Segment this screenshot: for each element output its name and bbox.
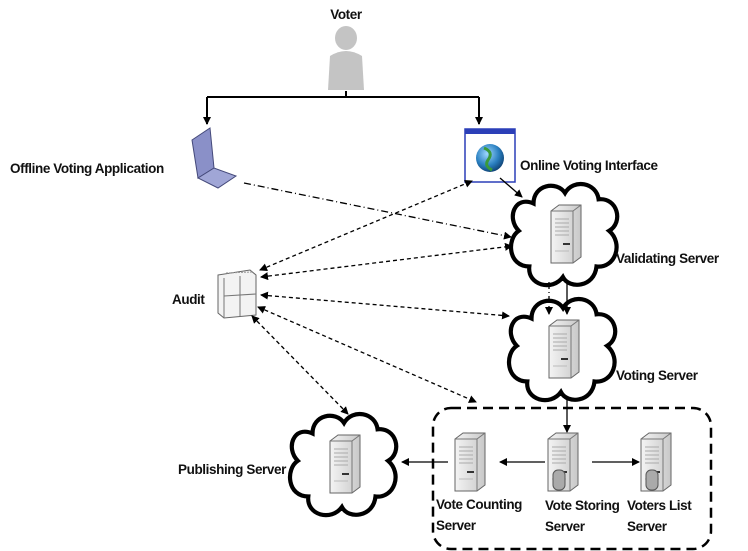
audit-flows [251, 180, 513, 415]
vote-counting-server-label: Vote Counting [436, 497, 522, 512]
validating-server-label: Validating Server [616, 251, 720, 266]
offline-flows [243, 182, 553, 315]
arrow-audit-backend [257, 306, 477, 403]
voters-list-server-label: Voters List [627, 498, 692, 513]
voters-list-server-icon [640, 432, 672, 492]
arrow-audit-validating [260, 242, 513, 281]
solid-flows [401, 177, 640, 466]
voters-list-server-label-2: Server [627, 519, 668, 534]
vote-storing-server-label: Vote Storing [545, 498, 620, 513]
offline-voting-application-label: Offline Voting Application [10, 161, 164, 176]
backend-server-group [431, 406, 713, 551]
server-tower-icon [550, 204, 582, 264]
voting-server-label: Voting Server [616, 368, 699, 383]
person-icon [328, 26, 364, 90]
voting-server-node [509, 299, 615, 400]
arrow-audit-voting [260, 291, 510, 320]
vote-counting-server-label-2: Server [436, 518, 477, 533]
vote-counting-server-icon [454, 432, 486, 492]
voter-label: Voter [330, 7, 363, 22]
vote-storing-server-label-2: Server [545, 519, 586, 534]
arrow-audit-publishing [251, 315, 349, 415]
voter-connector [203, 91, 483, 125]
laptop-icon [191, 127, 238, 189]
audit-label: Audit [172, 292, 205, 307]
publishing-server-node [290, 414, 396, 515]
vote-storing-server-icon [547, 432, 579, 492]
browser-globe-icon [464, 128, 516, 183]
arrow-audit-online [259, 180, 473, 271]
server-tower-icon [548, 319, 580, 379]
validating-server-node [511, 184, 617, 285]
server-tower-icon [329, 434, 361, 494]
audit-box-icon [217, 269, 257, 319]
publishing-server-label: Publishing Server [178, 462, 287, 477]
arrow-offline-to-validating [243, 182, 512, 240]
arrow-online-to-validating [499, 177, 523, 198]
online-voting-interface-label: Online Voting Interface [520, 158, 658, 173]
